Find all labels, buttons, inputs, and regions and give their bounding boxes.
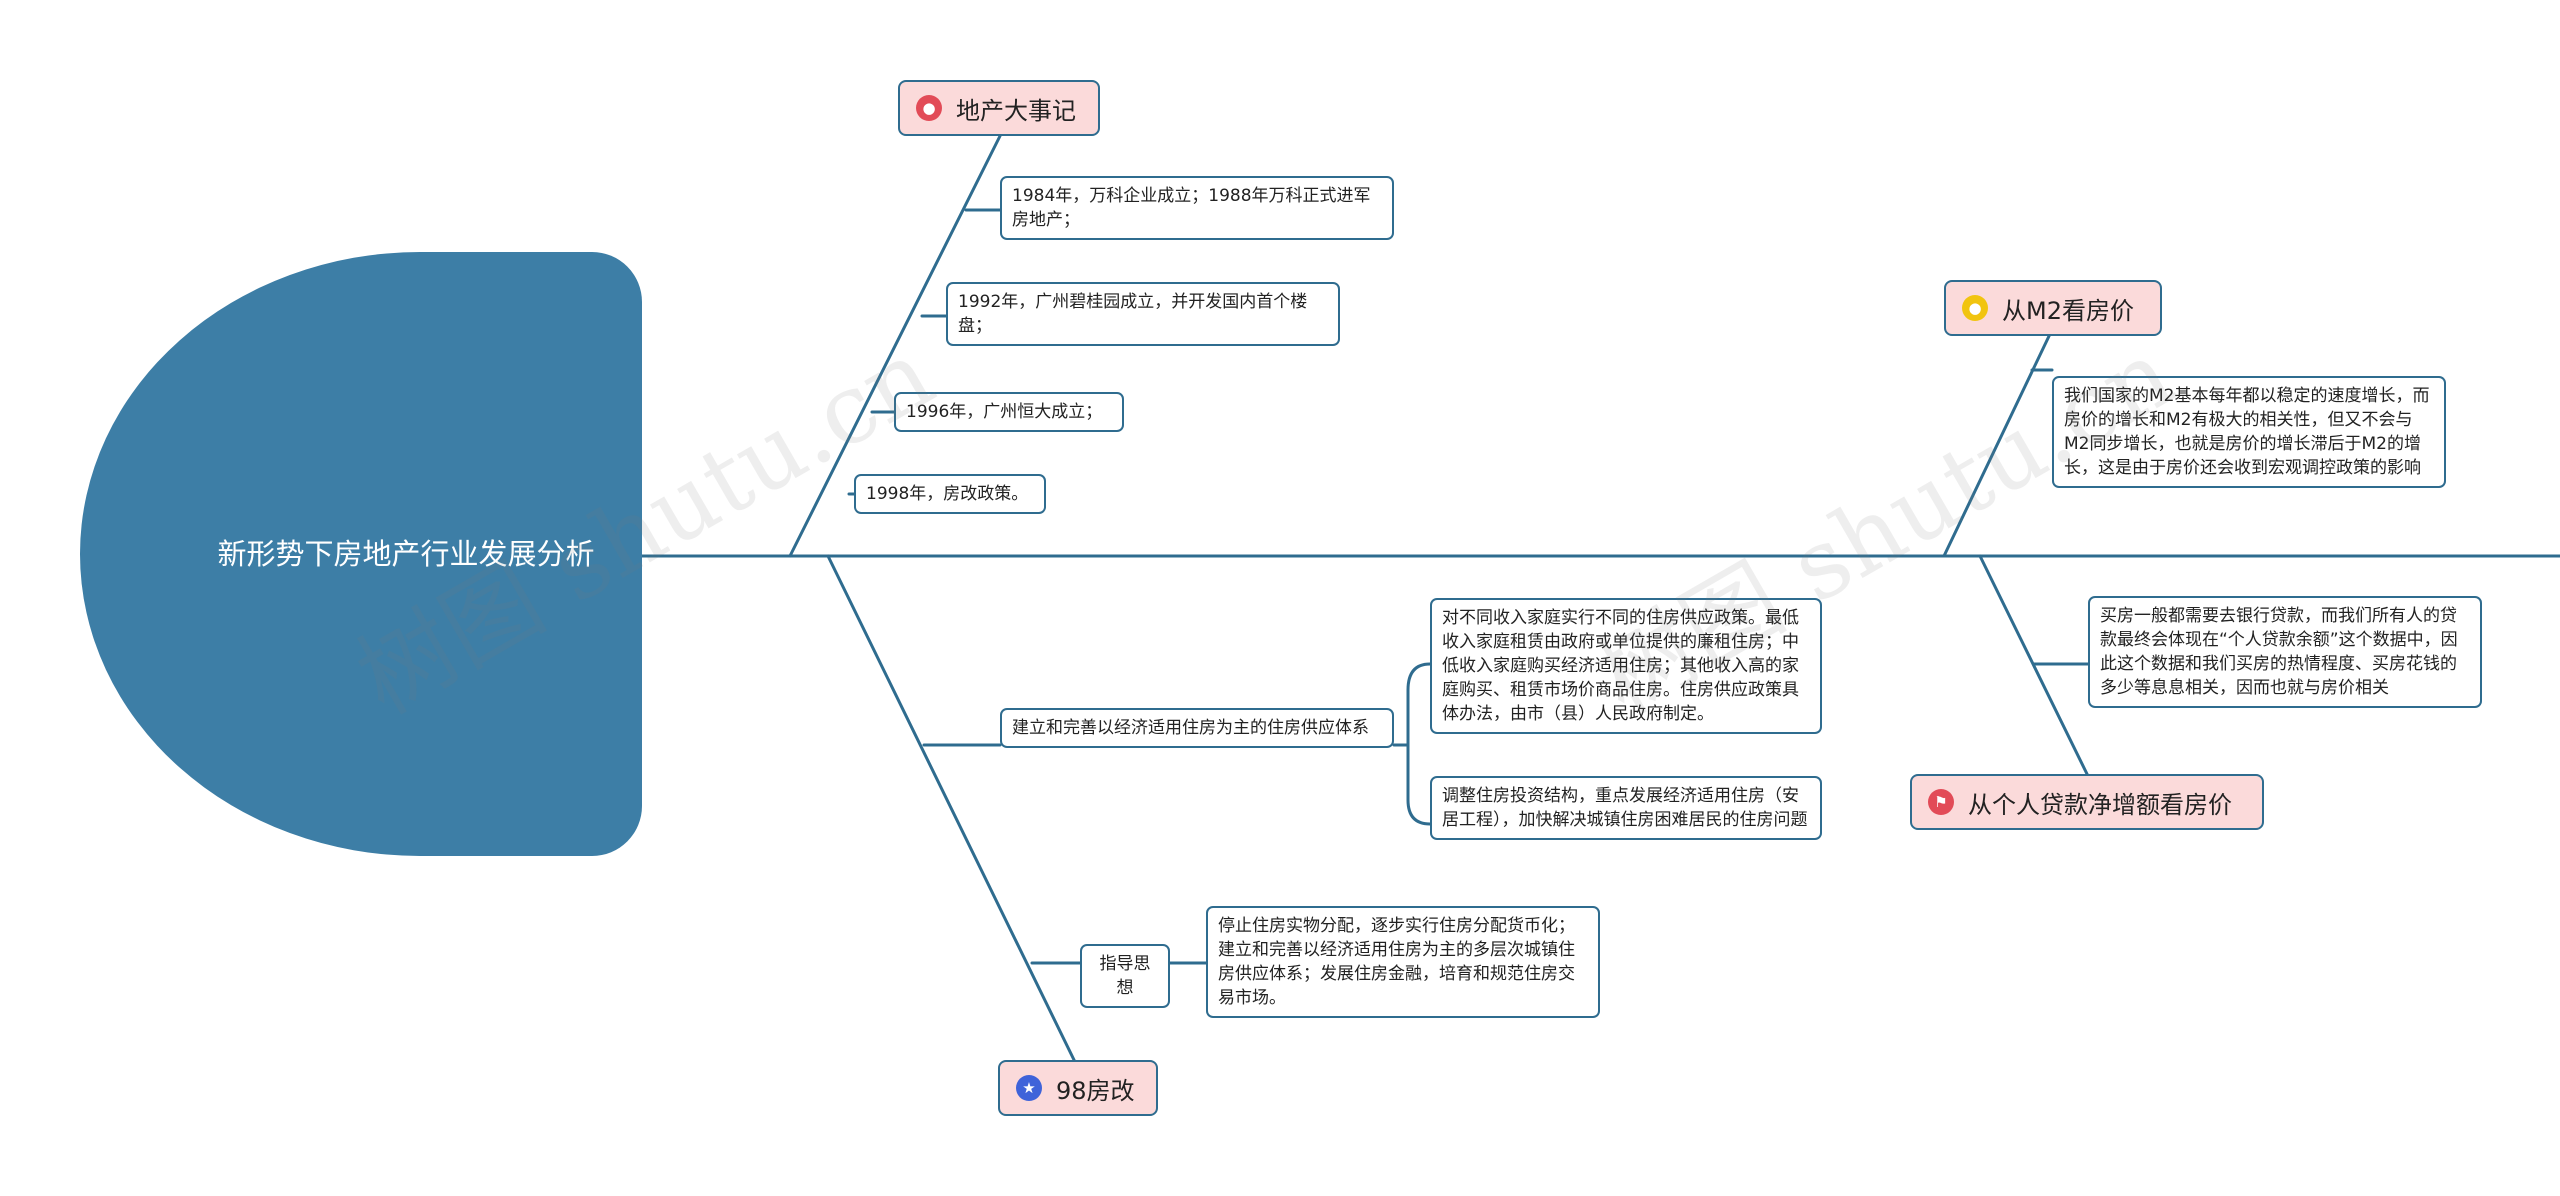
investment-structure-detail[interactable]: 调整住房投资结构，重点发展经济适用住房（安居工程），加快解决城镇住房困难居民的住… xyxy=(1430,776,1822,840)
flag-icon: ⚑ xyxy=(1928,789,1954,815)
event-item-1998[interactable]: 1998年，房改政策。 xyxy=(854,474,1046,514)
topic-loans-label: 从个人贷款净增额看房价 xyxy=(1968,790,2232,819)
m2-detail[interactable]: 我们国家的M2基本每年都以稳定的速度增长，而房价的增长和M2有极大的相关性，但又… xyxy=(2052,376,2446,488)
root-topic[interactable]: 新形势下房地产行业发展分析 xyxy=(80,252,642,856)
topic-events[interactable]: ● 地产大事记 xyxy=(898,80,1100,136)
person-icon: ● xyxy=(916,95,942,121)
branch-line-reform98 xyxy=(826,554,1078,1066)
event-item-1984[interactable]: 1984年，万科企业成立；1988年万科正式进军房地产； xyxy=(1000,176,1394,240)
topic-reform98[interactable]: ★ 98房改 xyxy=(998,1060,1158,1116)
topic-m2-label: 从M2看房价 xyxy=(2002,296,2134,325)
supply-policy-detail[interactable]: 对不同收入家庭实行不同的住房供应政策。最低收入家庭租赁由政府或单位提供的廉租住房… xyxy=(1430,598,1822,734)
guideline-node[interactable]: 指导思想 xyxy=(1080,944,1170,1008)
branch-line-loans xyxy=(1978,554,2090,778)
topic-events-label: 地产大事记 xyxy=(956,96,1076,125)
branch-line-events xyxy=(788,134,1002,558)
root-title: 新形势下房地产行业发展分析 xyxy=(217,537,595,571)
branch-line-m2 xyxy=(1942,332,2052,558)
event-item-1992[interactable]: 1992年，广州碧桂园成立，并开发国内首个楼盘； xyxy=(946,282,1340,346)
event-item-1996[interactable]: 1996年，广州恒大成立； xyxy=(894,392,1124,432)
guideline-detail[interactable]: 停止住房实物分配，逐步实行住房分配货币化；建立和完善以经济适用住房为主的多层次城… xyxy=(1206,906,1600,1018)
topic-reform98-label: 98房改 xyxy=(1056,1076,1135,1105)
topic-loans[interactable]: ⚑ 从个人贷款净增额看房价 xyxy=(1910,774,2264,830)
person-icon: ● xyxy=(1962,295,1988,321)
supply-system-node[interactable]: 建立和完善以经济适用住房为主的住房供应体系 xyxy=(1000,708,1394,748)
topic-m2[interactable]: ● 从M2看房价 xyxy=(1944,280,2162,336)
loans-detail[interactable]: 买房一般都需要去银行贷款，而我们所有人的贷款最终会体现在“个人贷款余额”这个数据… xyxy=(2088,596,2482,708)
star-icon: ★ xyxy=(1016,1075,1042,1101)
